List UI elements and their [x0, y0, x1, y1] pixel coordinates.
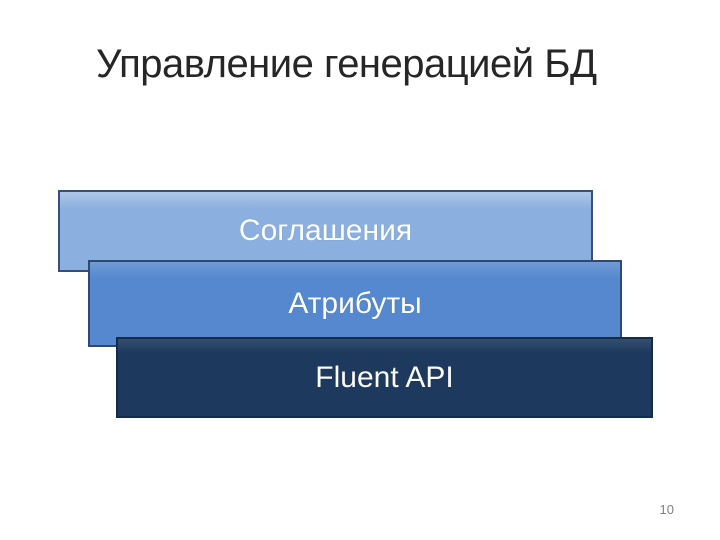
layer-box-label: Соглашения [238, 214, 413, 247]
layer-box-label: Атрибуты [288, 286, 422, 320]
layer-box-fluent-api: Fluent API [116, 337, 653, 418]
slide-title: Управление генерацией БД [96, 42, 597, 86]
layer-box-attributes: Атрибуты [88, 260, 622, 347]
layer-box-label: Fluent API [315, 360, 454, 394]
slide-page-number: 10 [659, 502, 674, 517]
